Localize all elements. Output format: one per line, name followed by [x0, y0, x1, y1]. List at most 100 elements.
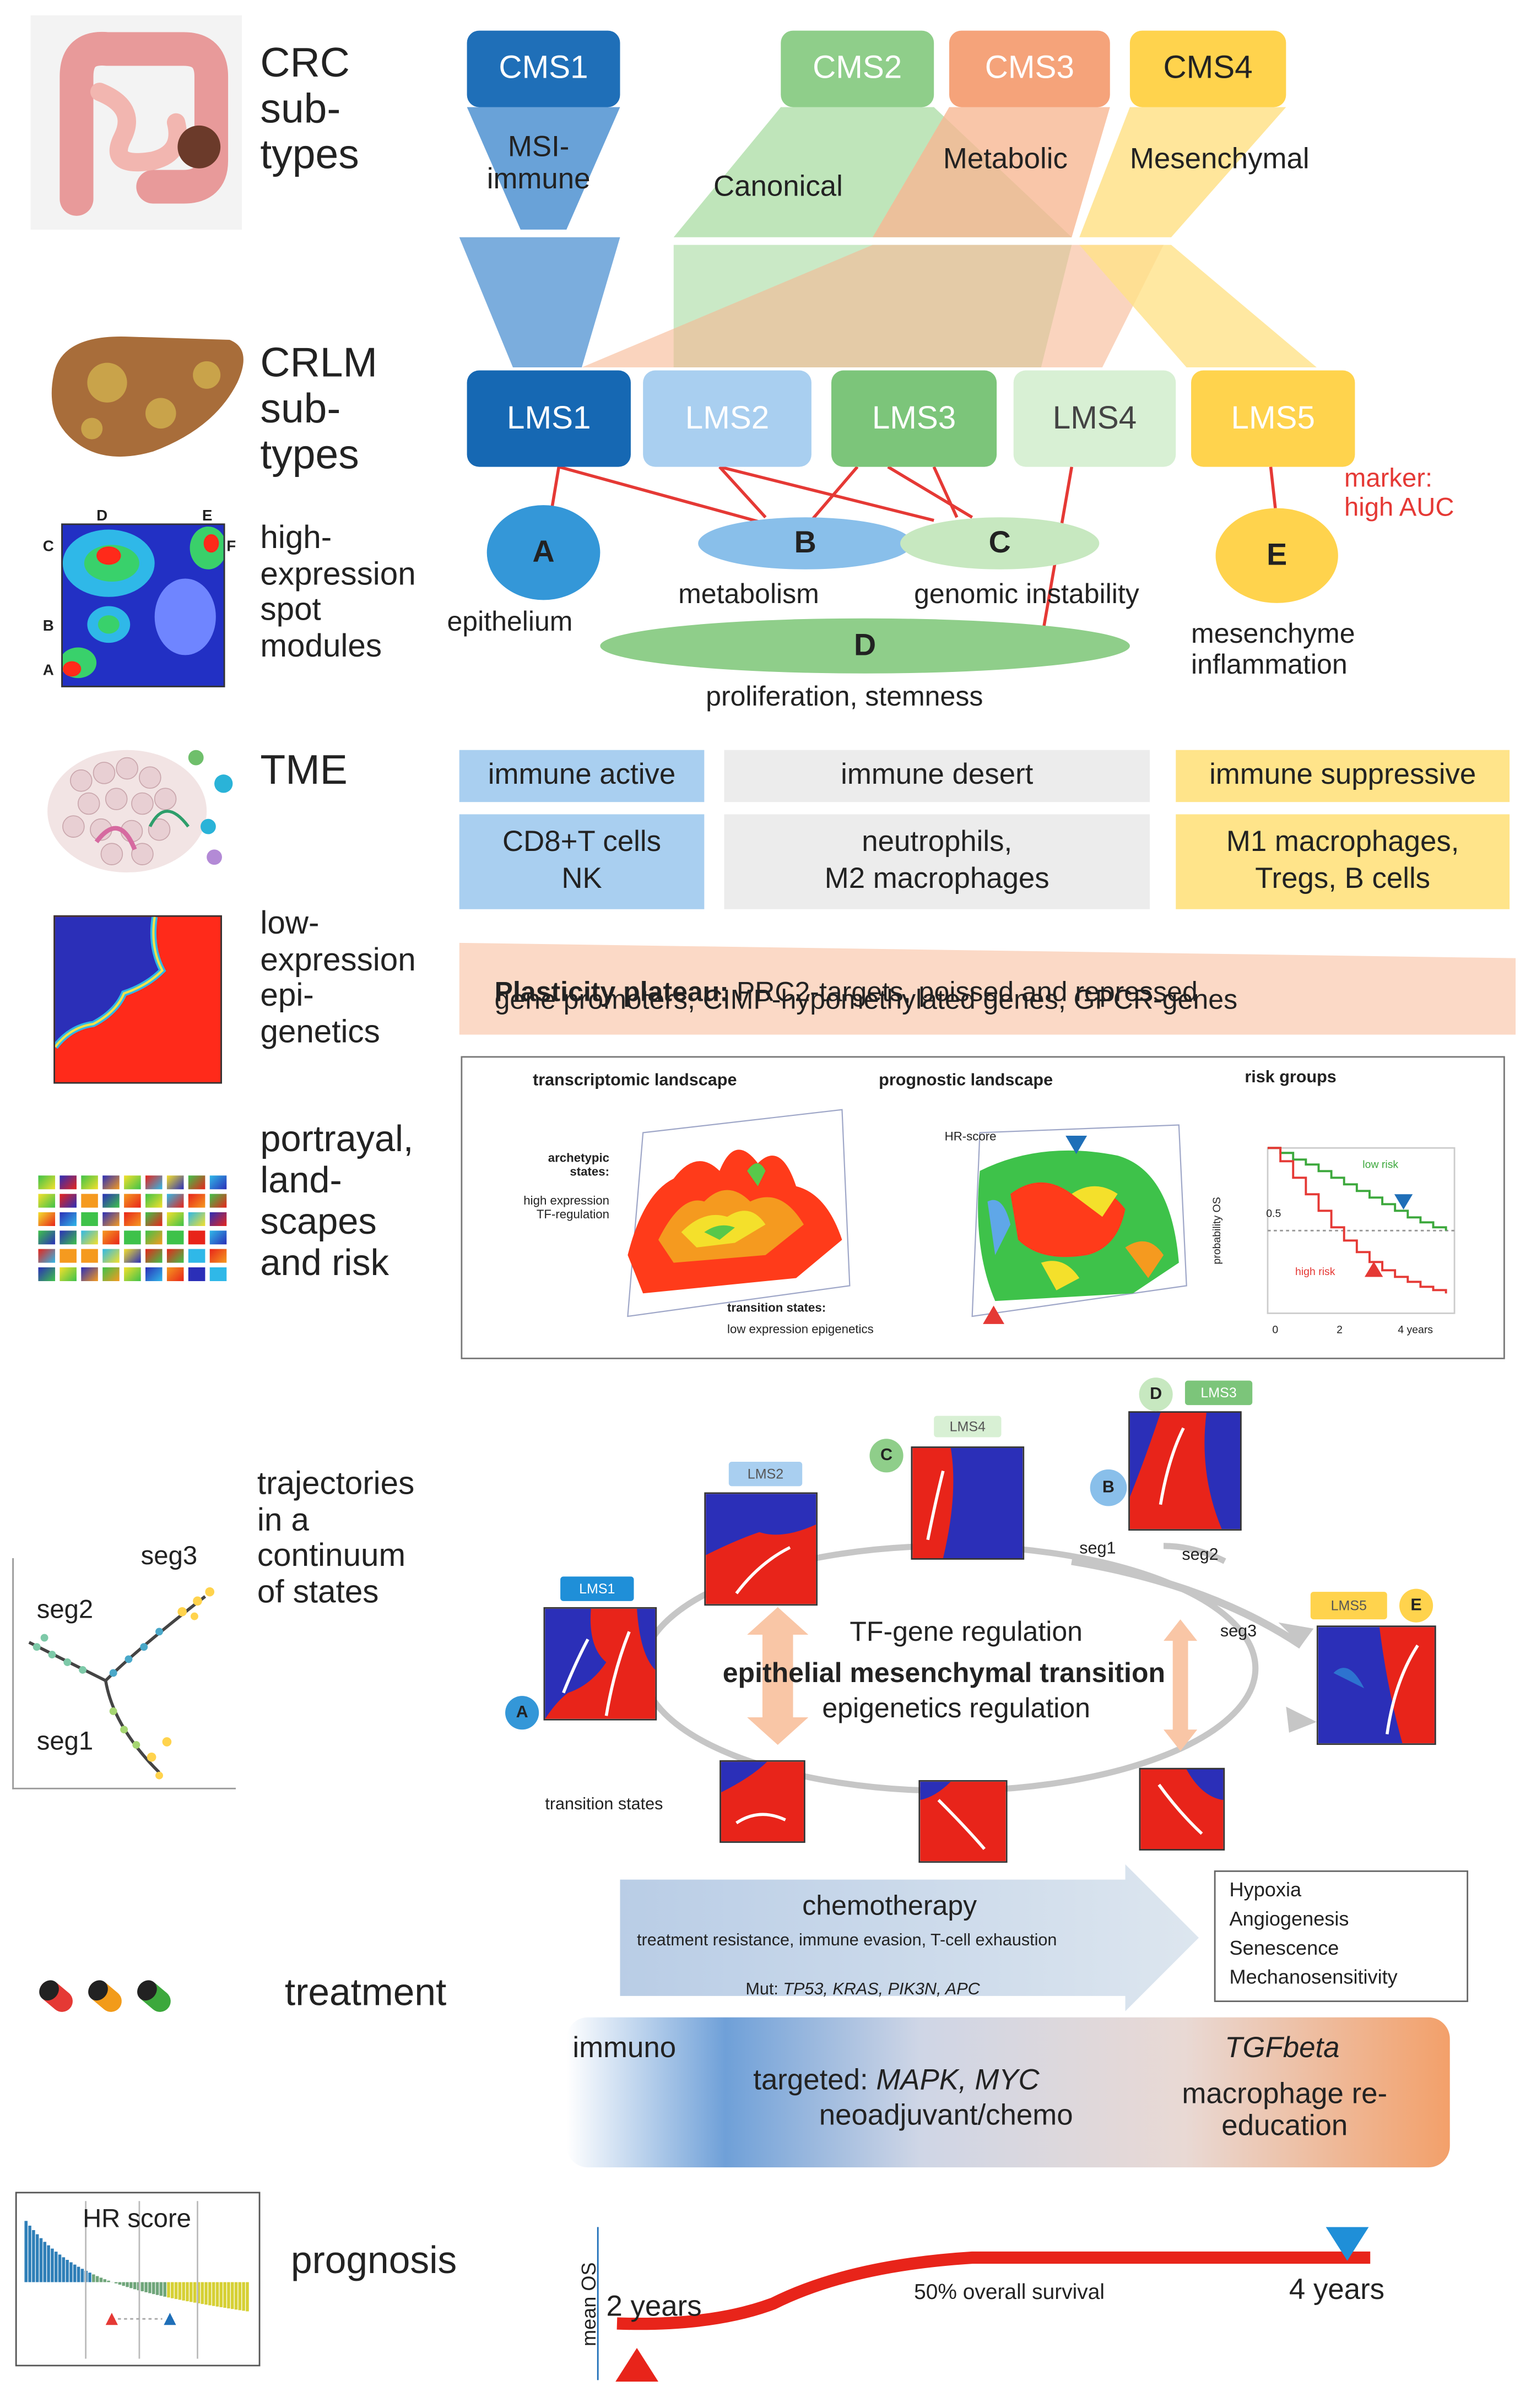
portrait-tile: [81, 1267, 98, 1282]
module-d-ellipse: C: [900, 517, 1100, 570]
risk-x-tick-0: 0: [1272, 1325, 1279, 1337]
cms3-box: CMS3: [949, 30, 1110, 107]
treatment-immuno: immuno: [572, 2032, 677, 2065]
treatment-tgfbeta: TGFbeta: [1225, 2032, 1340, 2065]
portrait-tile: [188, 1175, 205, 1190]
transition-heatmap-2: [918, 1780, 1008, 1863]
hr-bar: [215, 2282, 219, 2307]
portrait-tile: [81, 1175, 98, 1190]
portrait-tile: [188, 1194, 205, 1208]
transition-states-desc: low expression epigenetics: [727, 1322, 874, 1337]
cms1-description: MSI- immune: [486, 131, 591, 197]
transcriptomic-surface: [627, 1109, 851, 1317]
transition-states-label: transition states:: [727, 1301, 826, 1315]
module-b-ellipse: B: [698, 517, 913, 570]
portrait-tile: [188, 1249, 205, 1263]
hr-bar: [129, 2282, 133, 2288]
map-letter-b: B: [42, 618, 54, 636]
hr-bar: [73, 2264, 77, 2282]
landscape-title-risk: risk groups: [1245, 1068, 1337, 1087]
lms4-box: LMS4: [1013, 370, 1176, 467]
risk-groups-chart: [1267, 1147, 1456, 1314]
hr-bar: [66, 2260, 69, 2282]
hr-score-landscape-label: HR-score: [944, 1129, 997, 1143]
portrait-tile: [102, 1230, 120, 1245]
hr-bar: [51, 2248, 54, 2282]
archetypic-states-desc: high expression TF-regulation: [523, 1194, 610, 1222]
transition-heatmap-3: [1139, 1767, 1225, 1851]
hr-bar: [197, 2282, 201, 2303]
hr-bar: [234, 2282, 238, 2310]
hr-bar: [103, 2279, 107, 2282]
tme-header-immune-suppressive: immune suppressive: [1176, 750, 1510, 802]
portrait-tile: [124, 1194, 141, 1208]
hypoxia-item-2: Senescence: [1229, 1936, 1339, 1960]
hr-bar: [140, 2282, 144, 2292]
portrait-tile: [209, 1212, 227, 1226]
portrait-tile: [102, 1249, 120, 1263]
label-crc-subtypes: CRC sub- types: [260, 40, 359, 178]
double-arrow-1: [747, 1607, 809, 1745]
portrait-tile: [166, 1212, 184, 1226]
prognosis-overall-survival: 50% overall survival: [914, 2279, 1105, 2304]
traj-tag-lms3: LMS3: [1184, 1380, 1253, 1406]
treatment-neoadjuvant: neoadjuvant/chemo: [819, 2100, 1073, 2133]
traj-seg2: seg2: [1182, 1545, 1219, 1565]
tme-cell-immune-suppressive: M1 macrophages, Tregs, B cells: [1176, 814, 1510, 909]
lms3-box: LMS3: [831, 370, 997, 467]
traj-circle-e: E: [1399, 1588, 1433, 1623]
traj-circle-a: A: [505, 1696, 539, 1730]
hr-bar: [95, 2276, 99, 2282]
prognosis-curve: [616, 2251, 1371, 2330]
portrait-tile: [188, 1267, 205, 1282]
label-crlm-subtypes: CRLM sub- types: [260, 339, 378, 479]
traj-circle-c: C: [869, 1439, 904, 1473]
red-triangle-marker: [983, 1305, 1005, 1324]
landscape-title-transcriptomic: transcriptomic landscape: [533, 1071, 737, 1090]
portrait-tile: [59, 1230, 77, 1245]
plasticity-line1: Plasticity plateau: PRC2-targets, poisse…: [495, 946, 1198, 1007]
portrait-tile: [209, 1194, 227, 1208]
portrait-tile: [81, 1230, 98, 1245]
hr-bar: [201, 2282, 204, 2304]
map-letter-c: C: [42, 539, 54, 556]
label-treatment: treatment: [284, 1971, 447, 2015]
archetypic-states-label: archetypic states:: [548, 1151, 610, 1179]
risk-y-axis-label: probability OS: [1212, 1197, 1224, 1265]
portrait-tile: [209, 1230, 227, 1245]
portrait-tile: [38, 1175, 56, 1190]
hr-bar: [190, 2282, 193, 2302]
module-e-circle: E: [1215, 508, 1338, 603]
hr-bar: [212, 2282, 215, 2306]
tme-cell-immune-desert: neutrophils, M2 macrophages: [724, 814, 1150, 909]
hr-bar: [155, 2282, 159, 2295]
hr-bar: [107, 2280, 110, 2282]
hr-bar: [62, 2257, 66, 2282]
tme-header-immune-active: immune active: [459, 750, 705, 802]
portrait-tile: [145, 1267, 163, 1282]
module-label-genomic-instability: genomic instability: [914, 578, 1139, 610]
hr-bar: [80, 2269, 84, 2282]
hr-bar: [118, 2282, 122, 2285]
landscape-title-prognostic: prognostic landscape: [879, 1071, 1053, 1090]
hypoxia-item-1: Angiogenesis: [1229, 1907, 1349, 1930]
traj-center-emt: epithelial mesenchymal transition: [722, 1657, 1166, 1689]
hr-bar: [174, 2282, 178, 2299]
hr-bar: [122, 2282, 126, 2286]
tree-label-seg2: seg2: [36, 1595, 94, 1624]
hr-bar: [92, 2274, 95, 2282]
lms2-box: LMS2: [643, 370, 812, 467]
hr-bar: [54, 2252, 58, 2282]
label-trajectories: trajectories in a continuum of states: [257, 1466, 415, 1610]
hr-bar: [99, 2277, 103, 2282]
module-map: [61, 523, 225, 687]
portrait-tile: [81, 1249, 98, 1263]
treatment-targeted-prefix: targeted:: [753, 2065, 877, 2097]
hr-bar: [58, 2254, 62, 2282]
portrait-tile: [59, 1175, 77, 1190]
traj-tag-lms5: LMS5: [1310, 1592, 1387, 1620]
traj-tag-lms4: LMS4: [934, 1415, 1002, 1438]
portrait-tile: [209, 1175, 227, 1190]
hr-bar: [178, 2282, 182, 2300]
chemo-mut-prefix: Mut:: [745, 1980, 783, 1999]
